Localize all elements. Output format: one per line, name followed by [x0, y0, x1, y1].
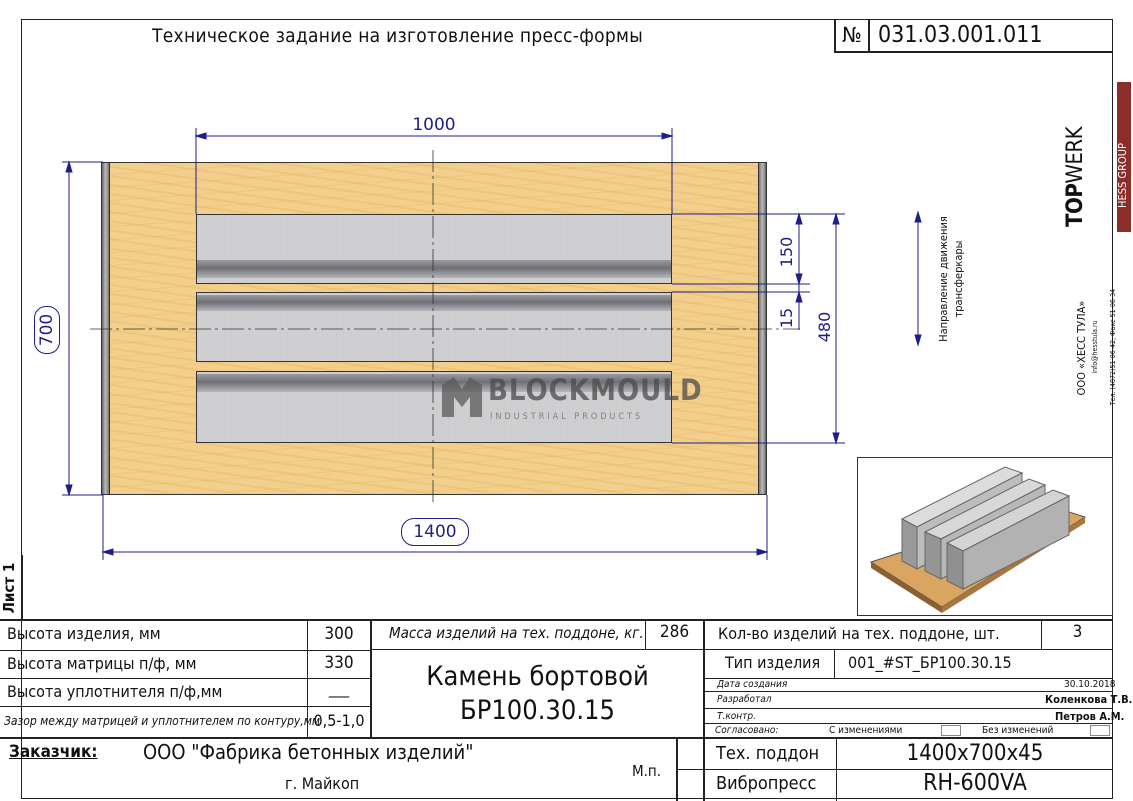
- type-value: 001_#ST_БР100.30.15: [848, 653, 1012, 672]
- dim-150: 150: [777, 236, 796, 268]
- pallet-edge-left: [101, 162, 110, 495]
- mass-value: 286: [659, 622, 690, 642]
- sheet-label: Лист 1: [0, 562, 18, 614]
- with-changes-checkbox[interactable]: [941, 725, 961, 736]
- document-title: Техническое задание на изготовление прес…: [152, 25, 644, 47]
- spec-label-4: Зазор между матрицей и уплотнителем по к…: [4, 714, 321, 728]
- developer-value: Коленкова Т.В.: [1045, 693, 1133, 706]
- spec-value-3: ___: [328, 680, 350, 698]
- product-name-2: БР100.30.15: [460, 695, 615, 726]
- blockmould-logo: BLOCKMOULD INDUSTRIAL PRODUCTS: [442, 375, 702, 427]
- brand-contacts: Тел. (4872)51-06-42, Факс 51-06-34: [1109, 288, 1117, 406]
- pallet-edge-right: [758, 162, 767, 495]
- without-changes-label: Без изменений: [982, 725, 1054, 736]
- blockmould-logo-icon: [442, 377, 482, 417]
- pallet-label: Тех. поддон: [716, 743, 820, 764]
- direction-label-2: трансферкары: [952, 240, 965, 318]
- number-sign: №: [842, 23, 862, 47]
- count-value: 3: [1072, 622, 1083, 642]
- spec-value-4: 0,5-1,0: [313, 711, 365, 730]
- with-changes-label: С изменениями: [829, 725, 903, 736]
- control-value: Петров А.М.: [1055, 710, 1125, 723]
- created-label: Дата создания: [717, 679, 788, 690]
- watermark-sub: INDUSTRIAL PRODUCTS: [490, 412, 644, 422]
- watermark-main: BLOCKMOULD: [488, 373, 703, 407]
- sheet-frame: [21, 19, 1113, 799]
- customer-name: ООО "Фабрика бетонных изделий": [143, 740, 474, 764]
- product-name-1: Камень бортовой: [426, 661, 649, 692]
- press-value: RH-600VA: [923, 770, 1027, 796]
- brand-topwerk: TOPWERK: [1063, 126, 1088, 227]
- preview-3d: [869, 466, 1087, 613]
- spec-value-1: 300: [324, 624, 354, 644]
- developer-label: Разработал: [717, 694, 772, 705]
- spec-label-2: Высота матрицы п/ф, мм: [7, 654, 197, 673]
- dim-700: 700: [34, 306, 60, 354]
- customer-label: Заказчик:: [9, 742, 98, 762]
- created-value: 30.10.2018: [1064, 679, 1116, 690]
- pallet-value: 1400х700х45: [906, 741, 1044, 766]
- dim-1400: 1400: [401, 518, 469, 546]
- curbstone-3: [196, 371, 672, 443]
- brand-email: info@hesstula.ru: [1091, 320, 1099, 374]
- brand-company: ООО «ХЕСС ТУЛА»: [1075, 300, 1088, 396]
- curbstone-2: [196, 292, 672, 362]
- spec-value-2: 330: [324, 653, 354, 673]
- press-label: Вибропресс: [716, 773, 817, 794]
- dim-15: 15: [777, 307, 796, 329]
- brand-block: TOPWERK HESS GROUP ООО «ХЕСС ТУЛА» info@…: [1055, 80, 1131, 450]
- customer-city: г. Майкоп: [285, 774, 360, 793]
- type-label: Тип изделия: [725, 653, 821, 672]
- without-changes-checkbox[interactable]: [1090, 725, 1110, 736]
- dim-480: 480: [815, 311, 834, 343]
- spec-label-1: Высота изделия, мм: [7, 624, 161, 643]
- brand-group: HESS GROUP: [1116, 82, 1131, 232]
- control-label: Т.контр.: [717, 711, 756, 722]
- document-number: 031.03.001.011: [878, 22, 1043, 48]
- dim-1000: 1000: [412, 115, 456, 135]
- spec-label-3: Высота уплотнителя п/ф,мм: [7, 682, 223, 701]
- stamp-label: М.п.: [632, 762, 662, 780]
- count-label: Кол-во изделий на тех. поддоне, шт.: [718, 624, 1000, 643]
- curbstone-1: [196, 214, 672, 284]
- mass-label: Масса изделий на тех. поддоне, кг.: [389, 624, 644, 642]
- agreed-label: Согласовано:: [715, 725, 779, 736]
- direction-label-1: Направление движения: [937, 216, 950, 342]
